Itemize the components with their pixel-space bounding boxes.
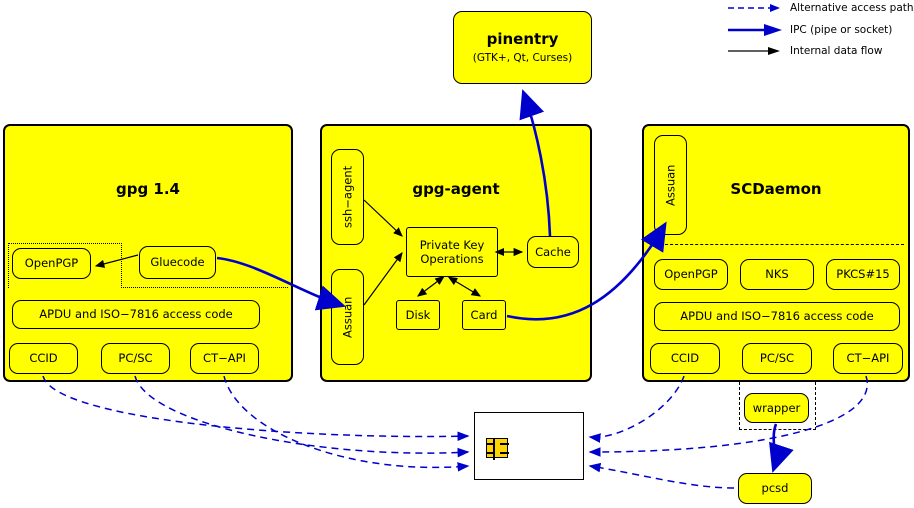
scdaemon-app-nks[interactable]: NKS xyxy=(740,259,814,290)
gpg-title: gpg 1.4 xyxy=(115,180,180,198)
smartcard-chip-icon xyxy=(486,438,509,460)
legend-label-ipc: IPC (pipe or socket) xyxy=(790,24,893,36)
gpg-dotted-frame-bottom xyxy=(121,287,288,288)
gpg-agent-private-key-operations-box[interactable]: Private Key Operations xyxy=(406,227,498,277)
gpg-agent-cache-box[interactable]: Cache xyxy=(527,236,579,268)
gpg-agent-card-box[interactable]: Card xyxy=(462,300,506,330)
wrapper-box[interactable]: wrapper xyxy=(744,393,809,423)
scdaemon-apdu-box[interactable]: APDU and ISO−7816 access code xyxy=(654,302,900,331)
gpg-dotted-frame-top xyxy=(8,243,122,244)
scdaemon-driver-ctapi[interactable]: CT−API xyxy=(833,343,903,374)
flow-pko-disk xyxy=(417,275,445,297)
ipc-gpg-agent-to-scdaemon xyxy=(506,221,667,321)
wrapper-frame-right xyxy=(815,382,816,430)
ipc-gpg-agent-to-pinentry xyxy=(519,89,552,237)
private-key-ops-line2: Operations xyxy=(420,252,484,266)
scdaemon-driver-pcsc[interactable]: PC/SC xyxy=(742,343,812,374)
legend-label-internal-flow: Internal data flow xyxy=(790,45,883,57)
alt-path-gpg-ccid-to-card xyxy=(42,375,470,442)
smartcard[interactable] xyxy=(474,412,584,480)
gpg-agent-title: gpg-agent xyxy=(412,180,500,198)
gpg-dotted-frame-right xyxy=(121,243,122,288)
alt-path-scd-ctapi-to-card xyxy=(588,375,869,457)
pcsd-box[interactable]: pcsd xyxy=(738,473,812,504)
ipc-gluecode-to-gpg-agent xyxy=(216,256,346,311)
scdaemon-driver-ccid[interactable]: CCID xyxy=(650,343,720,374)
gpg-dotted-frame-left xyxy=(8,243,9,288)
private-key-ops-line1: Private Key xyxy=(419,237,485,252)
flow-gluecode-to-openpgp xyxy=(94,254,139,268)
pinentry-title: pinentry xyxy=(486,30,559,49)
wrapper-frame-left xyxy=(739,382,740,430)
scdaemon-title: SCDaemon xyxy=(730,180,822,198)
scdaemon-divider xyxy=(650,244,904,245)
ipc-wrapper-to-pcsd xyxy=(769,423,794,473)
flow-pko-card xyxy=(447,276,482,297)
alt-path-gpg-ctapi-to-card xyxy=(223,375,470,472)
flow-assuan-to-pko xyxy=(363,252,403,306)
legend-label-alt-paths: Alternative access paths xyxy=(790,2,914,14)
wrapper-frame-bottom xyxy=(739,429,816,430)
alt-path-scd-ccid-to-card xyxy=(588,375,685,443)
pinentry-box[interactable]: pinentry (GTK+, Qt, Curses) xyxy=(453,11,592,84)
alt-path-gpg-pcsc-to-card xyxy=(134,375,470,458)
scdaemon-app-pkcs15[interactable]: PKCS#15 xyxy=(826,259,900,290)
gpg-apdu-box[interactable]: APDU and ISO−7816 access code xyxy=(12,300,260,329)
alt-path-pcsd-to-card xyxy=(588,462,735,489)
gpg-gluecode-box[interactable]: Gluecode xyxy=(139,246,216,279)
gpg-driver-ctapi[interactable]: CT−API xyxy=(190,343,259,374)
gpg-driver-ccid[interactable]: CCID xyxy=(9,343,78,374)
pinentry-subtitle: (GTK+, Qt, Curses) xyxy=(472,51,573,64)
gpg-agent-disk-box[interactable]: Disk xyxy=(396,300,440,330)
gpg-openpgp-box[interactable]: OpenPGP xyxy=(12,248,91,279)
gpg-driver-pcsc[interactable]: PC/SC xyxy=(101,343,170,374)
flow-ssh-agent-to-pko xyxy=(363,199,403,237)
scdaemon-app-openpgp[interactable]: OpenPGP xyxy=(654,259,728,290)
